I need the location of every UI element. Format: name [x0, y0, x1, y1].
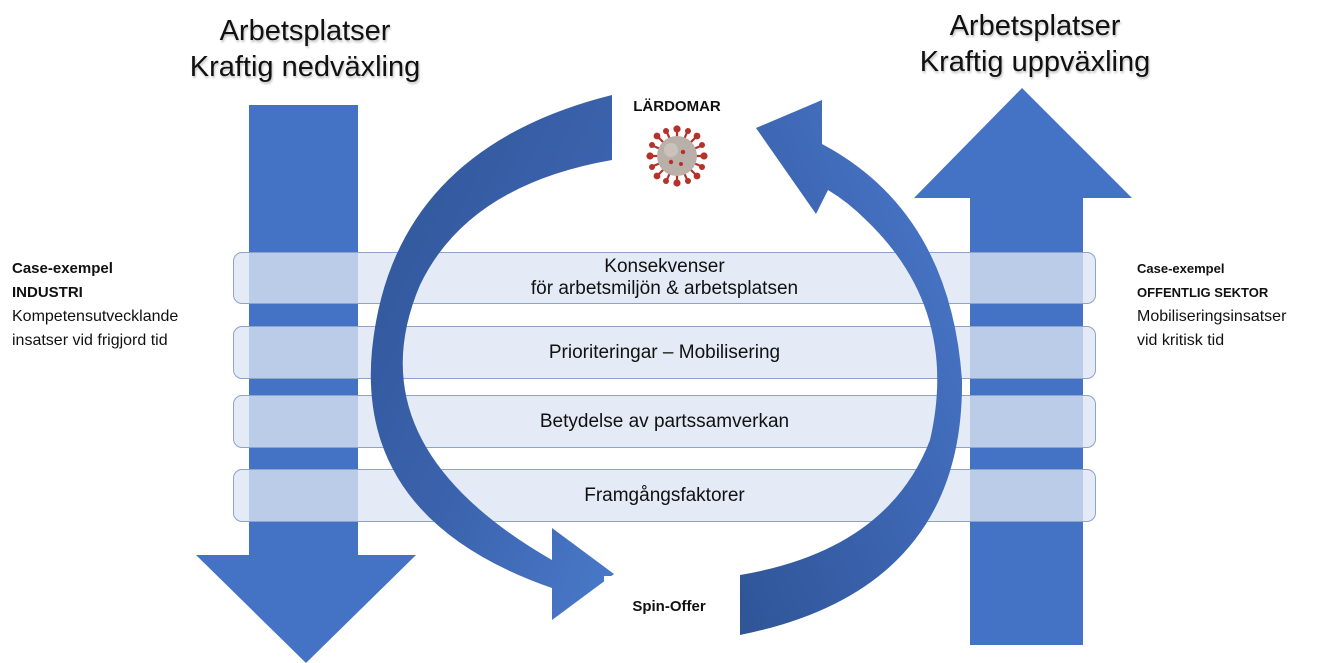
band-prioriteringar-label: Prioriteringar – Mobilisering — [548, 341, 781, 363]
spin-offer-label: Spin-Offer — [632, 597, 706, 615]
left-case-line2: insatser vid frigjord tid — [12, 332, 168, 349]
left-heading: Arbetsplatser Kraftig nedväxling — [170, 13, 440, 85]
right-heading: Arbetsplatser Kraftig uppväxling — [900, 8, 1170, 80]
band-framgangsfaktorer-label: Framgångsfaktorer — [584, 484, 745, 506]
lardomar-label: LÄRDOMAR — [633, 98, 721, 115]
cycle-arrow-right-icon — [740, 100, 963, 635]
right-case: Case-exempel OFFENTLIG SEKTOR Mobiliseri… — [1137, 257, 1332, 353]
down-arrow-icon — [196, 105, 416, 663]
virus-icon — [646, 125, 708, 187]
left-case-line1: Kompetensutvecklande — [12, 308, 179, 325]
right-case-sector: OFFENTLIG SEKTOR — [1137, 285, 1269, 300]
right-heading-line2: Kraftig uppväxling — [919, 46, 1151, 78]
right-heading-line1: Arbetsplatser — [949, 10, 1121, 42]
band-framgangsfaktorer: Framgångsfaktorer — [233, 469, 1096, 522]
spin-offer-box: Spin-Offer — [604, 576, 734, 636]
cycle-arrow-left-icon — [370, 95, 614, 620]
right-case-title: Case-exempel — [1137, 261, 1225, 276]
band-konsekvenser: Konsekvenser för arbetsmiljön & arbetspl… — [233, 252, 1096, 304]
left-heading-line1: Arbetsplatser — [219, 15, 391, 47]
band-konsekvenser-line1: Konsekvenser — [604, 256, 725, 277]
right-case-line1: Mobiliseringsinsatser — [1137, 308, 1287, 325]
left-case: Case-exempel INDUSTRI Kompetensutvecklan… — [12, 257, 237, 353]
left-heading-line2: Kraftig nedväxling — [189, 51, 421, 83]
right-case-line2: vid kritisk tid — [1137, 332, 1225, 349]
left-case-sector: INDUSTRI — [12, 284, 83, 301]
band-konsekvenser-line2: för arbetsmiljön & arbetsplatsen — [530, 278, 799, 299]
left-case-title: Case-exempel — [12, 260, 113, 277]
band-partssamverkan-label: Betydelse av partssamverkan — [539, 410, 790, 432]
